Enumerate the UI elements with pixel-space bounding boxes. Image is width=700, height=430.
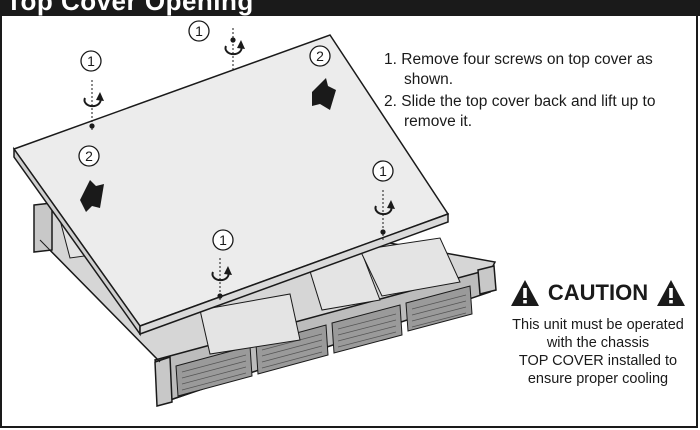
- callout-c4: 1: [219, 232, 227, 248]
- rotate-arrow-icon: [374, 205, 393, 216]
- warning-icon: [657, 280, 686, 306]
- step-number: 1.: [384, 51, 397, 68]
- step-number: 2.: [384, 93, 397, 110]
- callout-c5: 2: [316, 48, 324, 64]
- caution-line: ensure proper cooling: [527, 371, 669, 387]
- callout-c3: 1: [379, 163, 387, 179]
- caution-title: CAUTION: [547, 280, 649, 305]
- callout-c2: 1: [87, 53, 95, 69]
- instruction-list: 1. Remove four screws on top cover as sh…: [384, 50, 694, 134]
- top-cover: [12, 34, 450, 337]
- slide-arrow-icon: [80, 78, 336, 212]
- step-text: Remove four screws on top cover as shown…: [401, 51, 653, 88]
- instruction-step-1: 1. Remove four screws on top cover as sh…: [384, 50, 694, 90]
- header-bar: Top Cover Opening: [0, 0, 700, 16]
- callout-c6: 2: [85, 148, 93, 164]
- drive-bay-4: [405, 285, 473, 332]
- callout-c1: 1: [195, 23, 203, 39]
- caution-line: TOP COVER installed to: [518, 353, 678, 369]
- caution-line: This unit must be operated: [512, 317, 684, 333]
- rotate-arrow-icon: [211, 271, 230, 282]
- caution-box: CAUTION This unit must be operated with …: [500, 276, 696, 388]
- instruction-step-2: 2. Slide the top cover back and lift up …: [384, 92, 694, 132]
- caution-heading: CAUTION: [500, 276, 696, 310]
- rotate-arrow-icon: [224, 45, 243, 56]
- caution-line: with the chassis: [546, 335, 650, 351]
- header-title: Top Cover Opening: [6, 0, 254, 16]
- rotate-arrow-icon: [83, 97, 102, 108]
- warning-icon: [510, 280, 539, 306]
- caution-message: This unit must be operated with the chas…: [500, 316, 696, 388]
- step-text: Slide the top cover back and lift up to …: [401, 93, 656, 130]
- page-frame: [0, 16, 698, 428]
